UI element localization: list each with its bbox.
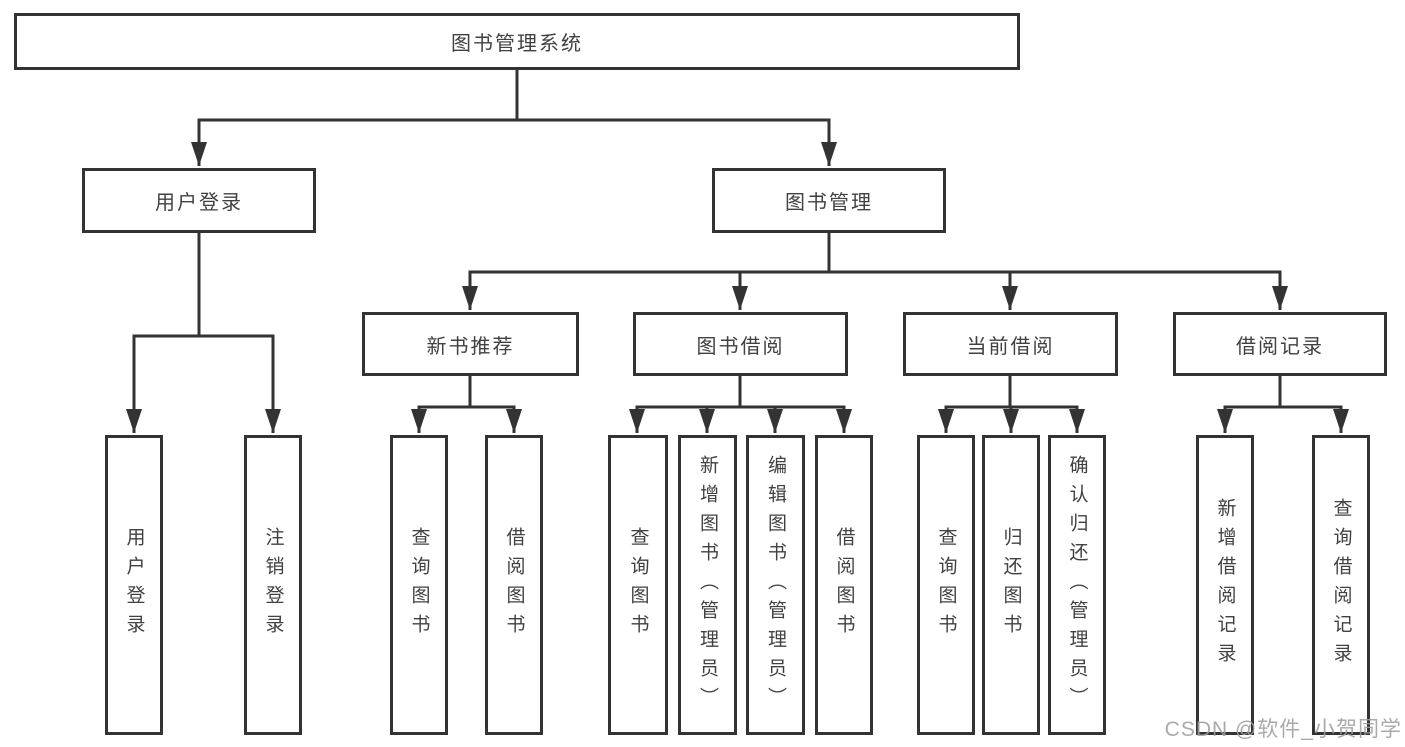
leaf-return-books: 归还图书	[982, 435, 1040, 735]
leaf-query-books-current: 查询图书	[917, 435, 975, 735]
leaf-logout-label: 注销登录	[262, 527, 284, 643]
leaf-query-borrow-record-label: 查询借阅记录	[1330, 498, 1352, 672]
leaf-edit-books-admin-label: 编辑图书（管理员）	[765, 454, 786, 716]
leaf-add-borrow-record: 新增借阅记录	[1196, 435, 1254, 735]
leaf-query-books-recommend-label: 查询图书	[408, 527, 430, 643]
leaf-user-login-label: 用户登录	[123, 527, 145, 643]
leaf-query-books-current-label: 查询图书	[935, 527, 957, 643]
node-borrowing-records: 借阅记录	[1173, 312, 1387, 376]
leaf-borrow-books-recommend-label: 借阅图书	[503, 527, 525, 643]
node-user-login: 用户登录	[82, 168, 316, 233]
leaf-confirm-return-admin-label: 确认归还（管理员）	[1066, 454, 1088, 716]
node-book-borrowing: 图书借阅	[633, 312, 848, 376]
leaf-query-books-borrowing: 查询图书	[608, 435, 668, 735]
leaf-user-login: 用户登录	[105, 435, 163, 735]
leaf-add-books-admin: 新增图书（管理员）	[678, 435, 737, 735]
leaf-confirm-return-admin: 确认归还（管理员）	[1048, 435, 1106, 735]
leaf-add-books-admin-label: 新增图书（管理员）	[697, 454, 718, 716]
leaf-query-borrow-record: 查询借阅记录	[1312, 435, 1370, 735]
node-book-management-system: 图书管理系统	[14, 13, 1020, 70]
leaf-edit-books-admin: 编辑图书（管理员）	[746, 435, 805, 735]
leaf-borrow-books-recommend: 借阅图书	[485, 435, 543, 735]
leaf-borrow-books-label: 借阅图书	[833, 527, 855, 643]
leaf-add-borrow-record-label: 新增借阅记录	[1214, 498, 1236, 672]
leaf-query-books-borrowing-label: 查询图书	[627, 527, 649, 643]
node-new-book-recommendation: 新书推荐	[362, 312, 579, 376]
leaf-return-books-label: 归还图书	[1000, 527, 1022, 643]
csdn-watermark: CSDN @软件_小贺同学	[1164, 718, 1402, 741]
leaf-borrow-books: 借阅图书	[815, 435, 873, 735]
leaf-logout: 注销登录	[244, 435, 302, 735]
leaf-query-books-recommend: 查询图书	[390, 435, 448, 735]
node-current-borrowing: 当前借阅	[903, 312, 1118, 376]
node-book-management: 图书管理	[712, 168, 946, 233]
